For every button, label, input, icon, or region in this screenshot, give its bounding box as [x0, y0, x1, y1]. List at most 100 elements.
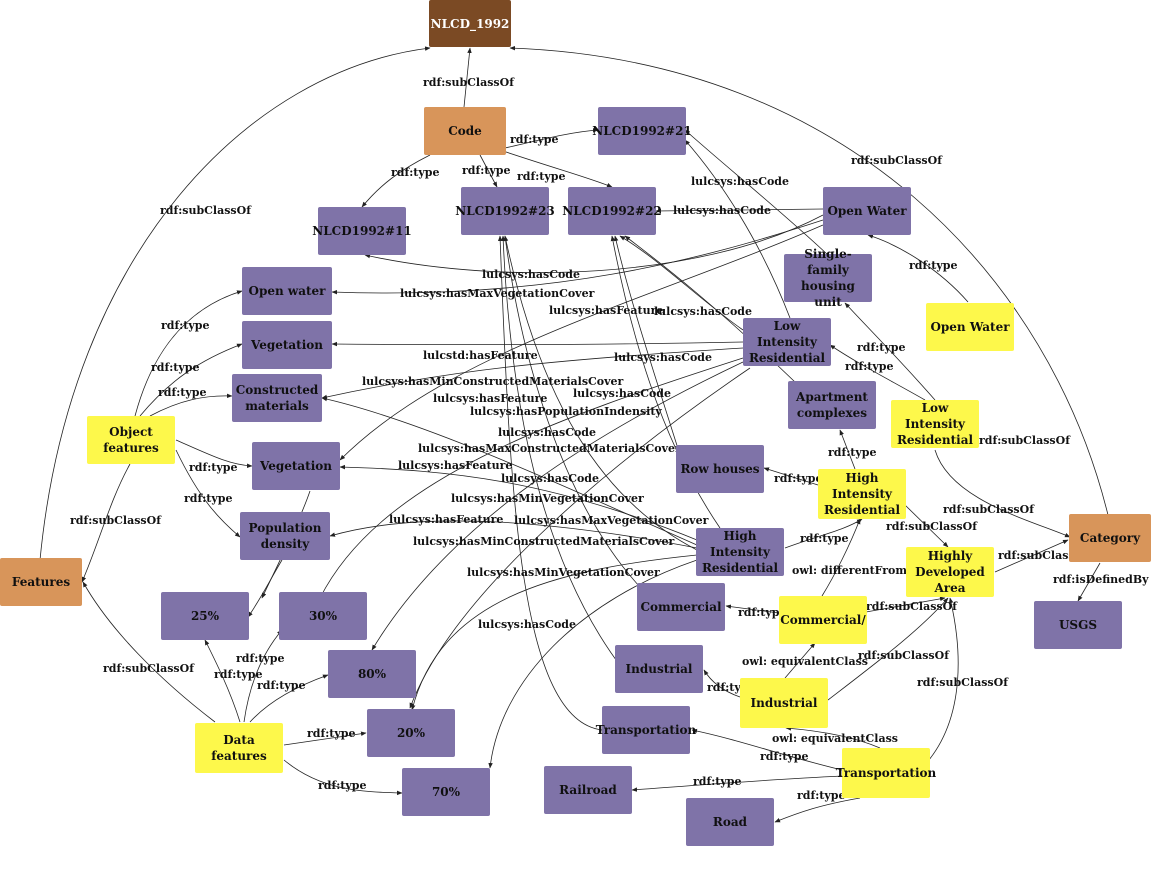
edge-transy-road — [774, 797, 861, 823]
node-industrial-purple: Industrial — [615, 645, 703, 693]
edge-code-nlcd1992 — [463, 47, 472, 108]
node-nlcd1992-22: NLCD1992#22 — [562, 187, 662, 235]
edge-label: owl: equivalentClass — [742, 655, 868, 668]
edge-label: lulcsys:hasCode — [654, 305, 752, 318]
edge-transp-nlcd23 — [497, 235, 603, 731]
node-transportation-yellow: Transportation — [836, 748, 936, 798]
edge-liry-cat — [934, 449, 1071, 538]
edge-label: lulcsys:hasMinConstructedMaterialsCover — [413, 535, 675, 548]
edge-label: lulcsys:hasMaxVegetationCover — [514, 514, 709, 527]
edge-label: rdf:subClassOf — [979, 434, 1071, 447]
edge-lirp-80 — [371, 361, 744, 651]
edge-label: rdf:type — [828, 446, 876, 459]
edge-hiry-hda — [904, 504, 949, 548]
edge-transy-indy — [785, 726, 881, 749]
node-row-houses: Row houses — [676, 445, 764, 493]
edge-label: rdf:subClassOf — [998, 549, 1090, 562]
edge-label: rdf:type — [257, 679, 305, 692]
edge-label: rdf:subClassOf — [917, 676, 1009, 689]
node-single-family: Single-family housing unit — [784, 247, 872, 309]
edge-label: rdf:type — [693, 775, 741, 788]
edge-label: rdf:subClassOf — [70, 514, 162, 527]
edge-comy-comp — [725, 604, 780, 614]
edge-label: lulcsys:hasMaxConstructedMaterialsCover — [418, 442, 681, 455]
edge-label: rdf:type — [391, 166, 439, 179]
edge-label: lulcsys:hasCode — [573, 387, 671, 400]
edge-lirp-30 — [319, 357, 744, 599]
edge-label: rdf:type — [857, 341, 905, 354]
edge-indy-hda — [827, 597, 949, 701]
edge-label: rdf:type — [738, 606, 786, 619]
edge-label: rdf:isDefinedBy — [1053, 573, 1149, 586]
edge-features-nlcd1992 — [39, 46, 431, 561]
edge-label: lulcsys:hasCode — [614, 351, 712, 364]
edges — [39, 45, 1109, 823]
node-railroad: Railroad — [544, 766, 632, 814]
edge-comy-hda — [865, 596, 946, 613]
edge-label: rdf:type — [774, 472, 822, 485]
node-high-intensity-residential-yellow: High Intensity Residential — [818, 469, 906, 519]
node-80-percent: 80% — [328, 650, 416, 698]
edge-hirp-veg2 — [339, 464, 698, 541]
edge-indy-indp — [703, 669, 741, 698]
edge-label: rdf:subClassOf — [943, 503, 1035, 516]
edge-label: rdf:subClassOf — [160, 204, 252, 217]
node-constructed-materials: Constructed materials — [232, 374, 322, 422]
node-low-intensity-residential-purple: Low Intensity Residential — [743, 318, 831, 366]
node-open-water-yellow: Open Water — [926, 303, 1014, 351]
node-high-intensity-residential-purple: High Intensity Residential — [696, 528, 784, 576]
edge-row-nlcd22 — [613, 235, 681, 456]
edge-code-nlcd11 — [361, 154, 431, 208]
edge-lirp-veg — [331, 341, 744, 347]
edge-label: rdf:type — [845, 360, 893, 373]
edge-label: rdf:type — [307, 727, 355, 740]
edge-dataf-20 — [283, 731, 367, 746]
node-nlcd-1992: NLCD_1992 — [429, 0, 511, 47]
edge-transy-hda — [919, 597, 959, 771]
edge-transy-rail — [631, 775, 843, 792]
edge-label: lulcsys:hasFeature — [389, 513, 503, 526]
edge-lirp-cm — [321, 347, 744, 400]
edge-label: rdf:type — [510, 133, 558, 146]
edge-label: rdf:type — [151, 361, 199, 374]
node-code: Code — [424, 107, 506, 155]
node-object-features: Object features — [87, 416, 175, 464]
edge-label: rdf:type — [161, 319, 209, 332]
edge-liry-sf — [844, 302, 936, 401]
edge-label: rdf:type — [462, 164, 510, 177]
node-category: Category — [1069, 514, 1151, 562]
edge-hiry-row — [763, 467, 819, 486]
edge-dataf-features — [82, 581, 216, 723]
node-vegetation-top: Vegetation — [242, 321, 332, 369]
edge-label: lulcsys:hasFeature — [433, 392, 547, 405]
node-nlcd1992-21: NLCD1992#21 — [592, 107, 692, 155]
node-open-water-feature: Open water — [242, 267, 332, 315]
edge-lirp-nlcd22 — [619, 235, 744, 331]
edge-owy-ow — [867, 234, 969, 303]
edge-label: rdf:type — [158, 386, 206, 399]
edge-hirp-nlcd23 — [503, 235, 698, 551]
edge-label: rdf:subClassOf — [858, 649, 950, 662]
node-apartment-complexes: Apartment complexes — [788, 381, 876, 429]
edge-comy-hiry — [821, 518, 861, 597]
node-industrial-yellow: Industrial — [740, 678, 828, 728]
edge-label: owl: differentFrom — [792, 564, 907, 577]
edge-label: owl: equivalentClass — [772, 732, 898, 745]
node-20-percent: 20% — [367, 709, 455, 757]
node-features: Features — [0, 558, 82, 606]
node-open-water-class: Open Water — [823, 187, 911, 235]
edge-code-nlcd23 — [479, 154, 498, 188]
edge-labels: rdf:subClassOf rdf:type rdf:type rdf:typ… — [70, 76, 1149, 802]
edge-pop-25 — [247, 559, 283, 618]
edge-label: rdf:subClassOf — [103, 662, 195, 675]
edge-hiry-apt — [839, 429, 856, 470]
edge-lirp-20 — [409, 367, 751, 709]
edge-code-nlcd21 — [504, 128, 599, 149]
edge-label: lulcsys:hasMinVegetationCover — [451, 492, 644, 505]
edge-sf-nlcd21 — [684, 129, 829, 256]
node-road: Road — [686, 798, 774, 846]
edge-label: rdf:type — [189, 461, 237, 474]
edge-dataf-80 — [249, 674, 329, 723]
edge-label: lulcsys:hasCode — [478, 618, 576, 631]
